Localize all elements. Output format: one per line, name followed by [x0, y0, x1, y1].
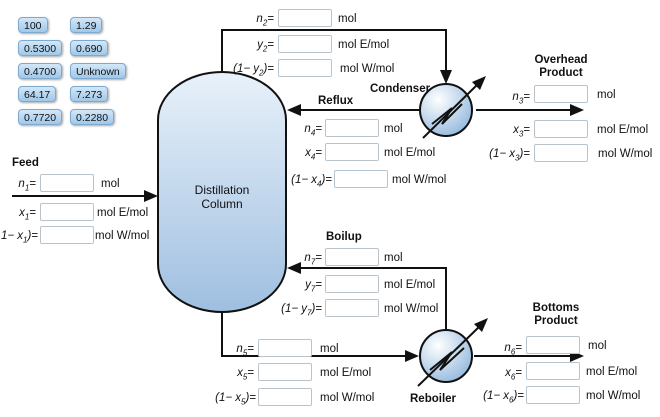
y7-unit: mol E/mol	[384, 279, 436, 291]
feed-arrowhead	[144, 190, 158, 202]
value-chip[interactable]: 1.29	[70, 17, 103, 33]
one-minus-x6-field[interactable]	[526, 386, 580, 404]
x3-label: x3=	[513, 124, 530, 139]
x1-unit: mol E/mol	[97, 207, 149, 219]
n6-field[interactable]	[526, 336, 580, 354]
column-label-line1: Distillation	[194, 183, 250, 197]
x5-unit: mol E/mol	[320, 367, 372, 379]
n5-field[interactable]	[258, 339, 312, 357]
one-minus-x3-label: (1− x3)=	[489, 148, 530, 163]
column-label: Distillation Column	[168, 183, 276, 211]
bottoms-label-line1: Bottoms	[532, 302, 580, 314]
overhead-vapor-stream	[221, 29, 447, 72]
one-minus-x3-unit: mol W/mol	[598, 148, 653, 160]
one-minus-x3-field[interactable]	[534, 144, 588, 162]
reboiler-label: Reboiler	[410, 393, 457, 405]
feed-label: Feed	[12, 157, 39, 169]
x6-label: x6=	[505, 367, 522, 382]
n6-label: n6=	[504, 342, 522, 357]
x6-field[interactable]	[526, 362, 580, 380]
n7-field[interactable]	[325, 248, 379, 266]
reflux-arrowhead	[287, 104, 301, 116]
n2-field[interactable]	[278, 9, 332, 27]
one-minus-x1-field[interactable]	[40, 226, 94, 244]
x5-field[interactable]	[258, 363, 312, 381]
overhead-label-line1: Overhead	[534, 54, 588, 66]
n3-unit: mol	[597, 89, 616, 101]
n7-label: n7=	[304, 252, 322, 267]
boilup-label: Boilup	[326, 231, 362, 243]
y2-label: y2=	[257, 39, 274, 54]
value-chip[interactable]: 0.2280	[70, 109, 115, 125]
n2-unit: mol	[338, 13, 357, 25]
value-chip[interactable]: 64.17	[18, 86, 57, 102]
n3-label: n3=	[512, 91, 530, 106]
x1-field[interactable]	[40, 203, 94, 221]
overhead-product-label: Overhead Product	[528, 54, 594, 80]
bottoms-liquid-stream	[221, 312, 406, 357]
value-chip[interactable]: 0.7720	[18, 109, 63, 125]
overhead-label-line2: Product	[539, 67, 583, 79]
n4-field[interactable]	[325, 119, 379, 137]
x4-label: x4=	[305, 147, 322, 162]
x3-unit: mol E/mol	[597, 124, 649, 136]
n1-field[interactable]	[40, 174, 94, 192]
x1-label: x1=	[19, 207, 36, 222]
n1-label: n1=	[18, 178, 36, 193]
n1-unit: mol	[101, 178, 120, 190]
one-minus-y7-field[interactable]	[325, 299, 379, 317]
x5-label: x5=	[237, 367, 254, 382]
bottoms-product-label: Bottoms Product	[526, 302, 586, 328]
one-minus-x5-unit: mol W/mol	[320, 392, 375, 404]
n7-unit: mol	[384, 252, 403, 264]
boilup-arrowhead	[287, 262, 301, 274]
overhead-product-arrowhead	[570, 104, 584, 116]
value-chip[interactable]: 0.4700	[18, 63, 63, 79]
value-chip[interactable]: 0.5300	[18, 40, 63, 56]
x4-unit: mol E/mol	[384, 147, 436, 159]
n4-unit: mol	[384, 123, 403, 135]
y7-label: y7=	[305, 279, 322, 294]
one-minus-x6-unit: mol W/mol	[586, 390, 641, 402]
one-minus-x6-label: (1− x6)=	[483, 390, 524, 405]
value-chip[interactable]: 0.690	[70, 40, 109, 56]
n3-field[interactable]	[534, 85, 588, 103]
y7-field[interactable]	[325, 275, 379, 293]
one-minus-x1-label: 1− x1)=	[0, 230, 38, 245]
one-minus-x4-unit: mol W/mol	[392, 174, 447, 186]
value-chip[interactable]: 7.273	[70, 86, 109, 102]
one-minus-x5-field[interactable]	[258, 388, 312, 406]
one-minus-x1-unit: mol W/mol	[95, 230, 150, 242]
n6-unit: mol	[588, 340, 607, 352]
y2-field[interactable]	[278, 35, 332, 53]
boilup-stream	[298, 267, 447, 330]
bottoms-label-line2: Product	[534, 315, 578, 327]
x6-unit: mol E/mol	[586, 366, 638, 378]
one-minus-y7-unit: mol W/mol	[384, 303, 439, 315]
reflux-label: Reflux	[318, 95, 354, 107]
n5-label: n5=	[236, 343, 254, 358]
n4-label: n4=	[304, 123, 322, 138]
column-label-line2: Column	[201, 197, 243, 211]
value-chip[interactable]: 100	[18, 17, 48, 33]
one-minus-y2-label: (1− y2)=	[233, 63, 274, 78]
y2-unit: mol E/mol	[338, 39, 390, 51]
bottoms-liquid-arrowhead	[405, 350, 419, 362]
one-minus-y2-unit: mol W/mol	[340, 63, 395, 75]
one-minus-y2-field[interactable]	[278, 59, 332, 77]
value-chip[interactable]: Unknown	[70, 63, 126, 79]
n2-label: n2=	[256, 13, 274, 28]
one-minus-x4-field[interactable]	[334, 170, 388, 188]
one-minus-x4-label: (1− x4)=	[291, 174, 332, 189]
x3-field[interactable]	[534, 120, 588, 138]
x4-field[interactable]	[325, 143, 379, 161]
condenser-label: Condenser	[370, 83, 431, 95]
overhead-vapor-arrowhead	[440, 70, 452, 84]
one-minus-x5-label: (1− x5)=	[215, 392, 256, 407]
n5-unit: mol	[320, 343, 339, 355]
one-minus-y7-label: (1− y7)=	[281, 303, 322, 318]
